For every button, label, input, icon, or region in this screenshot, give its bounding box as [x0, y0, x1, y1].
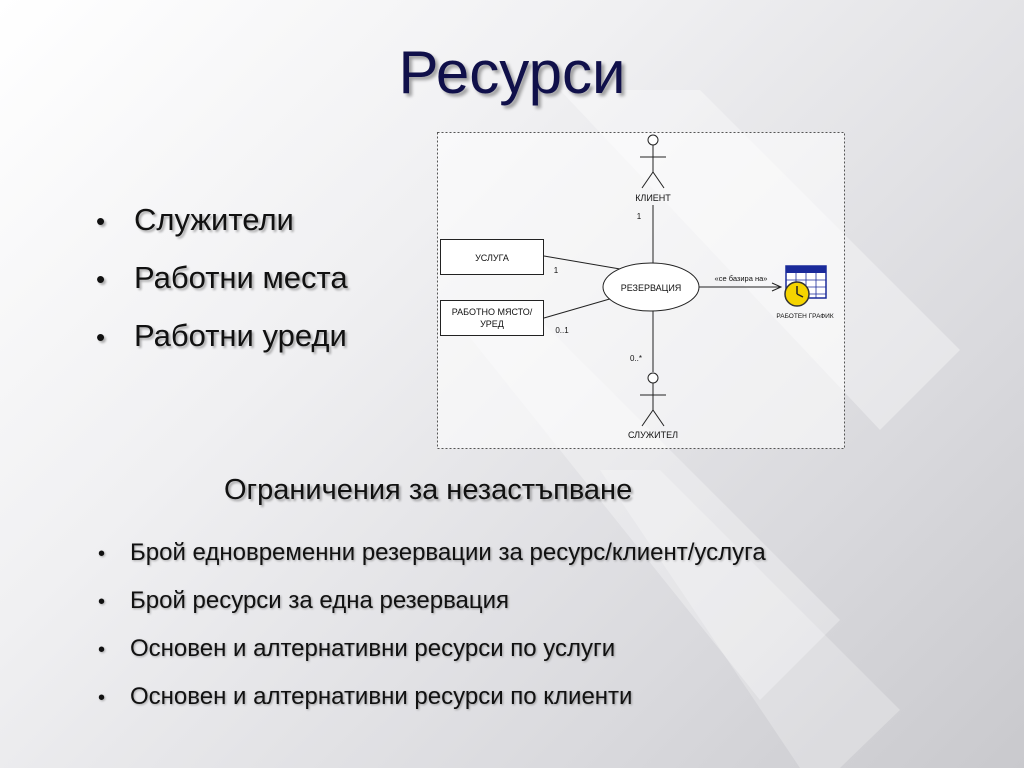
- list-item-label: Служители: [134, 202, 294, 237]
- stereotype-label: «се базира на»: [715, 274, 768, 283]
- list-item: • Основен и алтернативни ресурси по услуг…: [98, 629, 766, 677]
- service-multiplicity: 1: [554, 266, 559, 275]
- workplace-multiplicity: 0..1: [555, 326, 569, 335]
- list-item: • Служители: [96, 196, 348, 254]
- bullet-glyph: •: [98, 543, 106, 565]
- service-class-label: УСЛУГА: [475, 253, 509, 263]
- association-line: [543, 255, 621, 270]
- list-item-label: Брой ресурси за една резервация: [130, 587, 510, 614]
- list-item: • Работни уреди: [96, 312, 348, 370]
- list-item-label: Работни уреди: [134, 318, 347, 353]
- association-line: [543, 295, 621, 319]
- constraints-list: • Брой едновременни резервации за ресурс/…: [98, 533, 766, 725]
- arrowhead-icon: [771, 282, 783, 292]
- employee-actor-icon: [640, 372, 666, 427]
- workplace-class-box: [440, 300, 544, 336]
- constraints-heading: Ограничения за незастъпване: [224, 474, 633, 506]
- list-item: • Работни места: [96, 254, 348, 312]
- list-item-label: Брой едновременни резервации за ресурс/к…: [130, 539, 766, 566]
- workplace-class-label-line2: УРЕД: [480, 319, 504, 329]
- bullet-glyph: •: [96, 322, 106, 352]
- list-item-label: Работни места: [134, 260, 348, 295]
- client-actor-label: КЛИЕНТ: [635, 193, 671, 203]
- employee-multiplicity: 0..*: [630, 354, 642, 363]
- resource-list: • Служители • Работни места • Работни уреди: [96, 196, 348, 370]
- client-multiplicity: 1: [637, 212, 642, 221]
- bullet-glyph: •: [96, 206, 106, 236]
- list-item: • Брой едновременни резервации за ресурс/…: [98, 533, 766, 581]
- list-item: • Брой ресурси за една резервация: [98, 581, 766, 629]
- client-actor-icon: [640, 134, 666, 189]
- list-item: • Основен и алтернативни ресурси по клиен…: [98, 677, 766, 725]
- slide-title: Ресурси: [398, 39, 626, 106]
- service-class-box: [440, 239, 544, 275]
- uml-diagram: КЛИЕНТ 1 УСЛУГА 1 РАБОТНО МЯСТО/ УРЕД 0.…: [437, 132, 845, 449]
- workplace-class-label-line1: РАБОТНО МЯСТО/: [452, 307, 533, 317]
- list-item-label: Основен и алтернативни ресурси по услуги: [130, 635, 616, 662]
- reservation-usecase-label: РЕЗЕРВАЦИЯ: [621, 283, 682, 293]
- employee-actor-label: СЛУЖИТЕЛ: [628, 430, 678, 440]
- schedule-label: РАБОТЕН ГРАФИК: [776, 313, 833, 320]
- bullet-glyph: •: [98, 639, 106, 661]
- bullet-glyph: •: [98, 591, 106, 613]
- bullet-glyph: •: [98, 687, 106, 709]
- list-item-label: Основен и алтернативни ресурси по клиент…: [130, 683, 633, 710]
- calendar-clock-icon: [784, 265, 827, 307]
- bullet-glyph: •: [96, 264, 106, 294]
